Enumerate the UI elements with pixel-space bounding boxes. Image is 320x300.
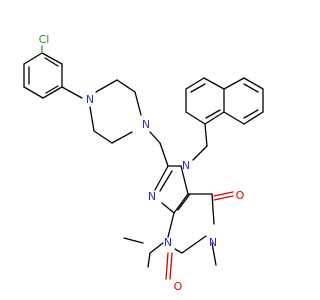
nitrogen-label-n1: N [209, 236, 217, 249]
bond-aryl-n [61, 86, 83, 99]
nitrogen-label-aryl-piperazine: N [86, 93, 94, 106]
nitrogen-label-n7: N [182, 159, 190, 172]
nitrogen-label-n3: N [164, 236, 172, 249]
nitrogen-label-n9: N [148, 190, 156, 203]
oxygen-label-carbonyl-6: O [236, 189, 245, 202]
bond-n3-methyl [123, 237, 144, 244]
naphthalene [185, 77, 264, 125]
bond-c2-o-double [169, 252, 173, 280]
bond-ch2-n7 [192, 145, 208, 161]
chlorophenyl-ring [23, 52, 63, 99]
bond-c2-o [165, 252, 169, 280]
bond-n1-methyl [211, 242, 217, 266]
pyrimidine-ring [147, 193, 215, 268]
chlorine-label: Cl [39, 33, 50, 46]
bond-c6-o [213, 191, 234, 197]
imidazole-ring [154, 165, 191, 214]
bond-naph-ch2 [204, 123, 208, 147]
nitrogen-label-piperazine-ch2: N [142, 118, 150, 131]
structure-diagram: Cl N N N N N N O O [23, 33, 264, 293]
piperazine-ring [89, 79, 142, 144]
bond-n-ch2 [149, 131, 161, 144]
bond-c6-o-double [213, 195, 234, 201]
bond-ch2-c8 [159, 142, 169, 167]
oxygen-label-carbonyl-2: O [174, 280, 183, 293]
